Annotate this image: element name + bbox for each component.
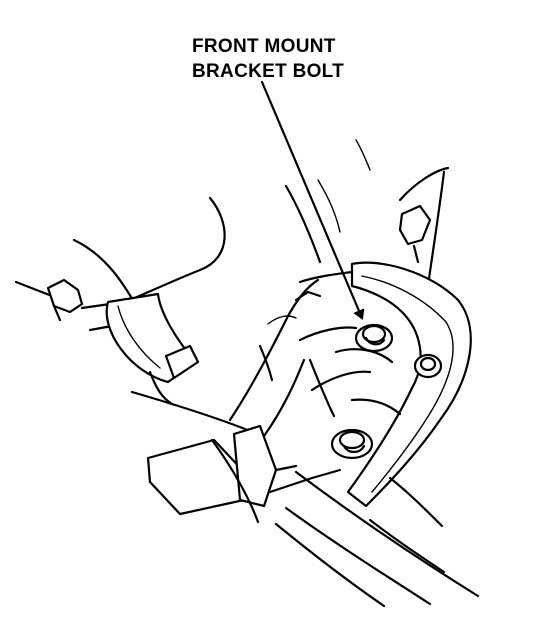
left-clamp <box>46 278 84 322</box>
drive-shaft <box>80 292 264 438</box>
callout-label: FRONT MOUNT BRACKET BOLT <box>192 34 392 84</box>
frame-rails <box>210 438 480 608</box>
callout-line-2: BRACKET BOLT <box>192 61 345 82</box>
right-bolt <box>413 353 443 379</box>
front-mount-bracket-bolt <box>354 323 394 353</box>
engine-structure <box>228 278 402 438</box>
callout-arrow <box>260 80 365 320</box>
lower-clamp <box>146 424 342 516</box>
upper-stud <box>398 204 432 264</box>
callout-line-1: FRONT MOUNT <box>192 36 336 57</box>
lower-bolt <box>330 428 374 460</box>
